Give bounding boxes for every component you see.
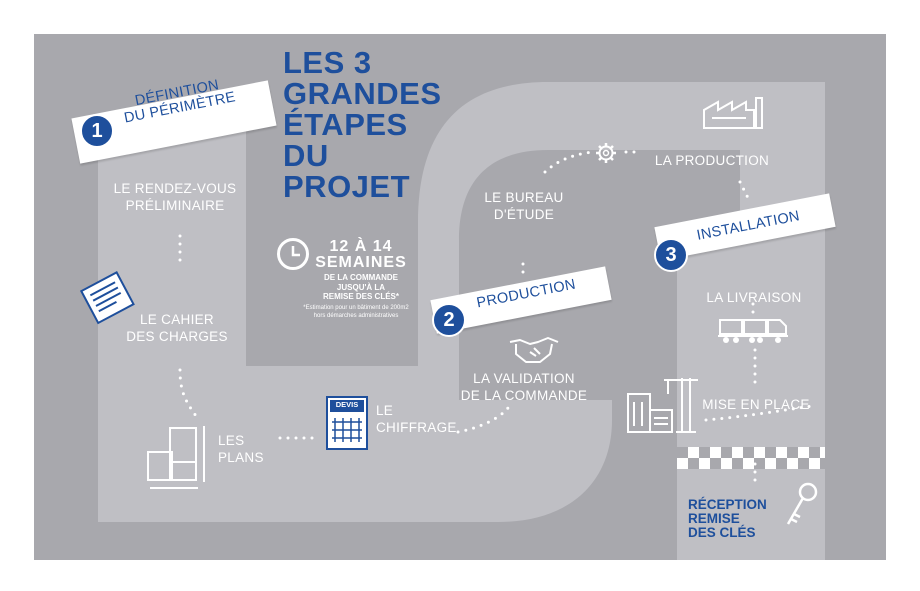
phase-3-number: 3 <box>654 238 688 272</box>
step-mise-en-place: MISE EN PLACE <box>702 397 810 412</box>
step-livraison: LA LIVRAISON <box>706 290 802 305</box>
gear-icon <box>596 143 616 163</box>
handshake-icon <box>509 337 559 363</box>
document-icon <box>79 271 135 325</box>
devis-icon <box>326 396 368 450</box>
phase-2-number: 2 <box>432 303 466 337</box>
crane-building-icon <box>627 378 698 433</box>
step-production: LA PRODUCTION <box>654 153 770 168</box>
truck-icon <box>718 319 788 343</box>
devis-badge: DEVIS <box>335 400 359 409</box>
phase-1-number: 1 <box>80 114 114 148</box>
key-icon <box>786 482 818 525</box>
floor-plan-icon <box>147 426 205 489</box>
factory-icon <box>703 97 763 129</box>
clock-icon <box>277 238 309 270</box>
